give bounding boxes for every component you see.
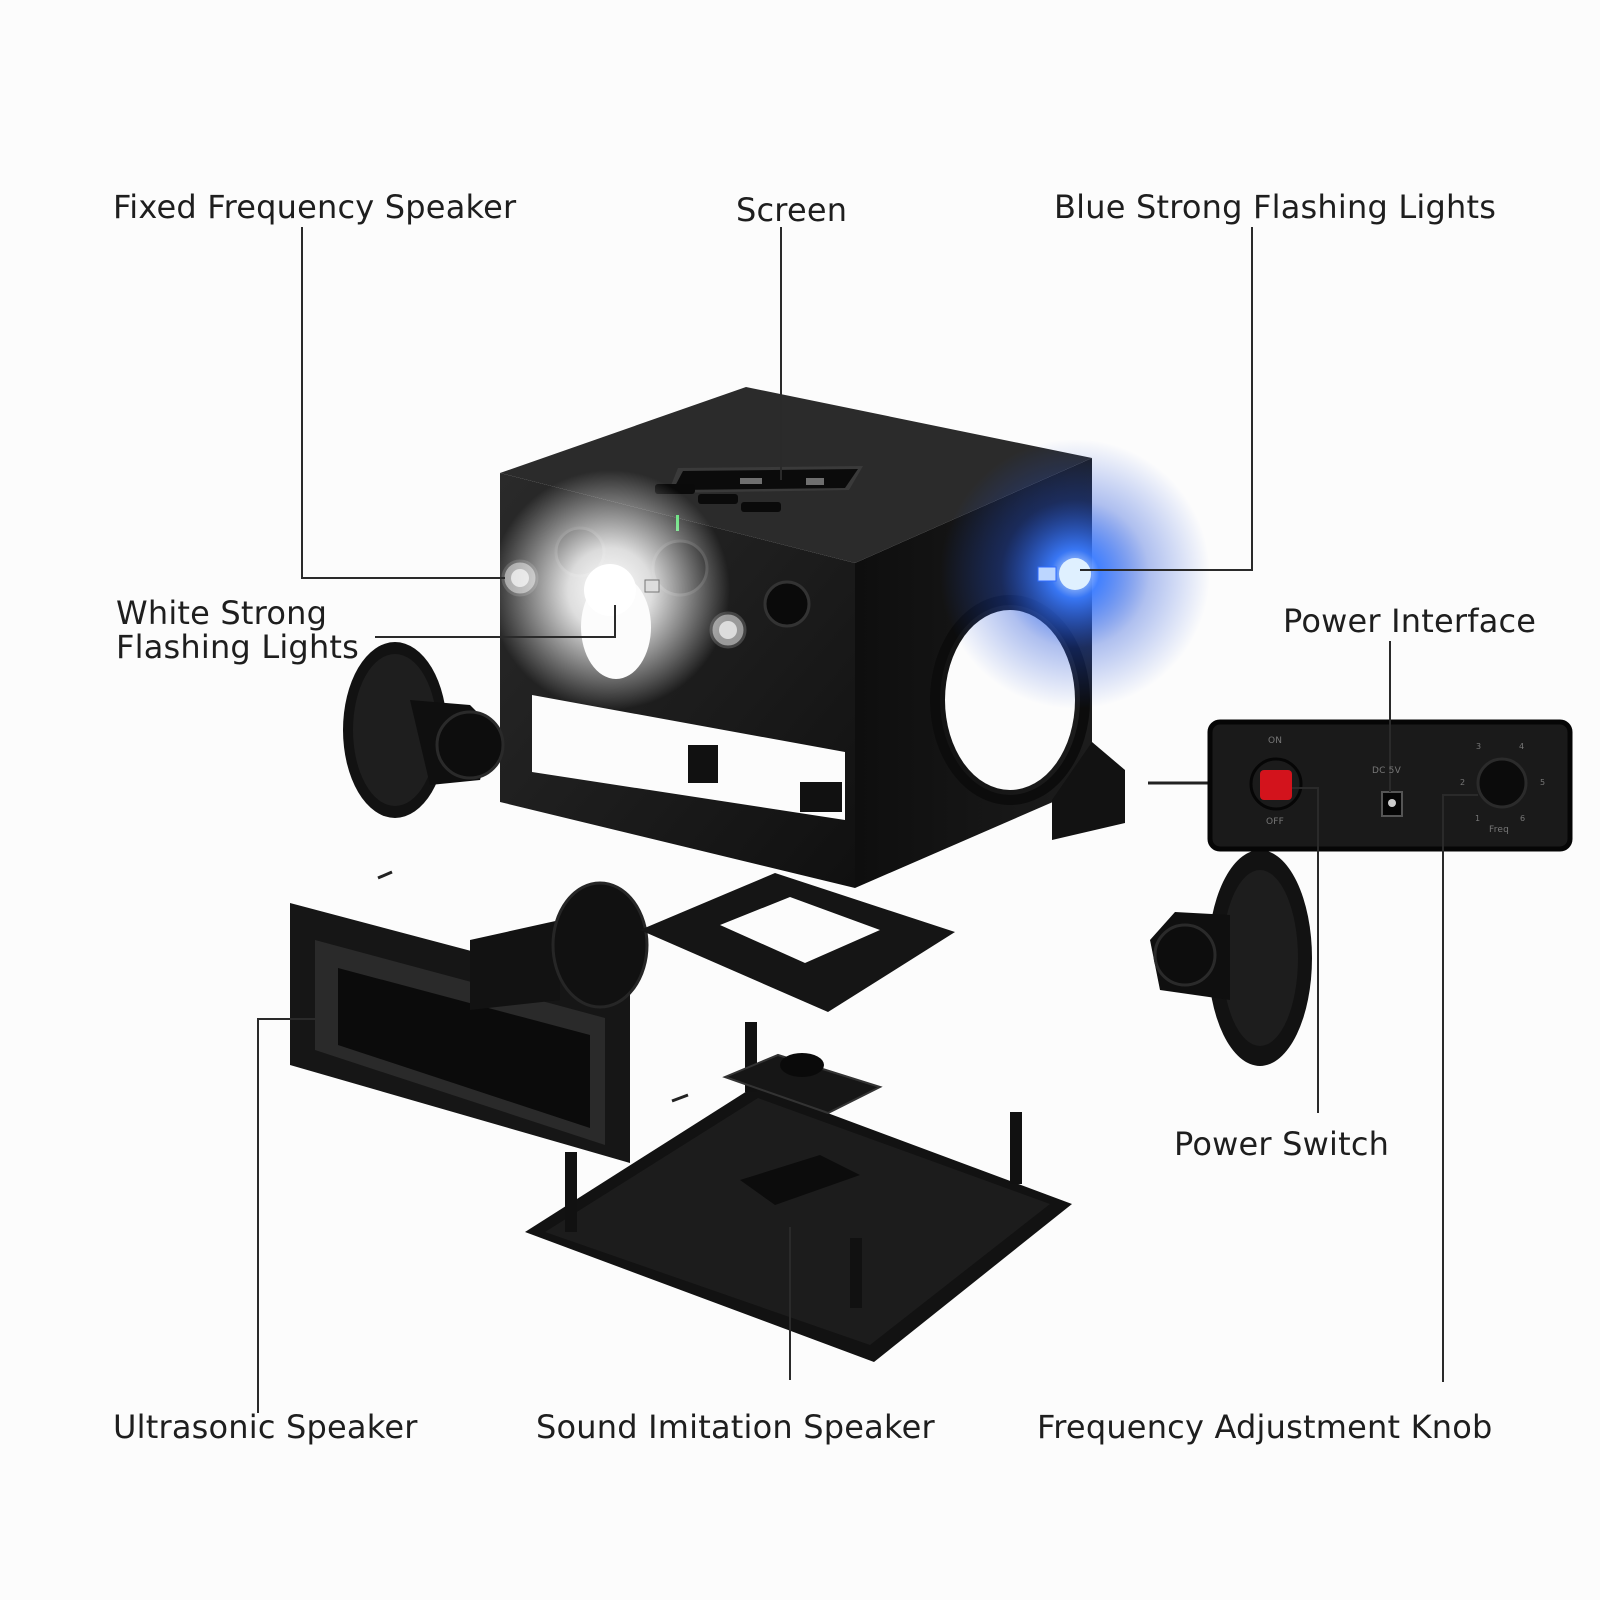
label-power-switch: Power Switch [1174,1125,1390,1163]
label-blue-strong-flashing-lights: Blue Strong Flashing Lights [1054,188,1497,226]
leader-frequency-knob [1442,794,1478,1382]
label-ultrasonic-speaker: Ultrasonic Speaker [113,1408,418,1446]
dial-number: 5 [1540,778,1546,787]
dial-number: 6 [1520,814,1526,823]
label-screen: Screen [736,191,848,229]
dial-number: 3 [1476,742,1482,751]
panel-on-text: ON [1268,736,1283,746]
dial-number: 4 [1519,742,1525,751]
ultrasonic-horn [290,881,649,1163]
label-white-strong-flashing-lights: White Strong Flashing Lights [116,596,359,664]
bottom-base [525,1022,1072,1362]
leader-white-lights [375,605,616,638]
label-fixed-frequency-speaker: Fixed Frequency Speaker [113,188,517,226]
leader-blue-lights [1080,227,1253,571]
leader-power-switch [1292,787,1319,1113]
white-flash-light [490,470,730,710]
panel-off-text: OFF [1266,817,1285,827]
lcd-screen [668,466,863,493]
panel-freq-text: Freq [1489,825,1510,835]
leader-fixed-frequency [301,227,505,579]
leader-ultrasonic [257,1018,335,1413]
label-white-lights-line1: White Strong [116,594,328,632]
dial-number: 2 [1460,778,1466,787]
panel-dc-text: DC 5V [1372,766,1401,776]
sound-imitation-speaker-part [722,1053,883,1115]
right-tweeter [1150,850,1312,1066]
blue-flash-light [940,439,1210,709]
label-sound-imitation-speaker: Sound Imitation Speaker [536,1408,935,1446]
label-white-lights-line2: Flashing Lights [116,628,360,666]
label-power-interface: Power Interface [1283,602,1537,640]
mounting-plate [640,873,955,1012]
leader-lines [257,227,1478,1413]
dial-number: 1 [1475,814,1481,823]
label-frequency-adjustment-knob: Frequency Adjustment Knob [1037,1408,1493,1446]
left-tweeter [343,642,505,818]
screws [377,870,689,1103]
